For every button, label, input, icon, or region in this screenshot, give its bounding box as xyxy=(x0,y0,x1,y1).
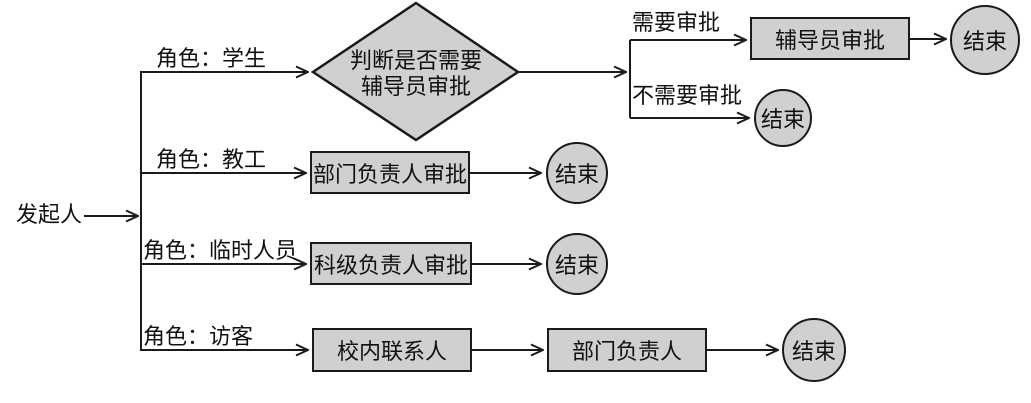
counselor-approval-node: 辅导员审批 xyxy=(750,17,910,60)
campus-contact-node: 校内联系人 xyxy=(312,328,472,372)
decision-label: 判断是否需要 辅导员审批 xyxy=(316,48,516,100)
role-visitor-label: 角色：访客 xyxy=(143,324,254,349)
end-node-staff: 结束 xyxy=(546,142,608,204)
end-text: 结束 xyxy=(554,253,599,278)
role-student-label: 角色：学生 xyxy=(156,46,267,71)
counselor-approval-text: 辅导员审批 xyxy=(774,27,885,53)
section-head-approval-text: 科级负责人审批 xyxy=(313,252,468,278)
campus-contact-text: 校内联系人 xyxy=(336,339,447,364)
end-node-temporary: 结束 xyxy=(546,233,608,295)
decision-diamond xyxy=(310,1,521,142)
end-text: 结束 xyxy=(554,162,599,187)
decision-label-line1: 判断是否需要 xyxy=(349,48,482,73)
end-node-visitor: 结束 xyxy=(782,318,846,382)
section-head-approval-node: 科级负责人审批 xyxy=(310,242,472,285)
initiator-label: 发起人 xyxy=(16,202,83,227)
dept-head-approval-text: 部门负责人审批 xyxy=(312,161,467,187)
decision-label-line2: 辅导员审批 xyxy=(360,74,471,99)
end-node-student-yes: 结束 xyxy=(950,5,1020,75)
need-approval-label: 需要审批 xyxy=(632,10,721,35)
end-node-student-no: 结束 xyxy=(754,89,812,147)
role-temporary-label: 角色：临时人员 xyxy=(143,238,298,263)
end-text: 结束 xyxy=(760,107,805,132)
no-need-approval-label: 不需要审批 xyxy=(632,83,743,108)
dept-head-text: 部门负责人 xyxy=(571,339,682,364)
role-staff-label: 角色：教工 xyxy=(156,147,267,172)
end-text: 结束 xyxy=(962,29,1007,54)
dept-head-node: 部门负责人 xyxy=(547,328,707,372)
dept-head-approval-node: 部门负责人审批 xyxy=(310,151,470,194)
end-text: 结束 xyxy=(791,339,836,364)
